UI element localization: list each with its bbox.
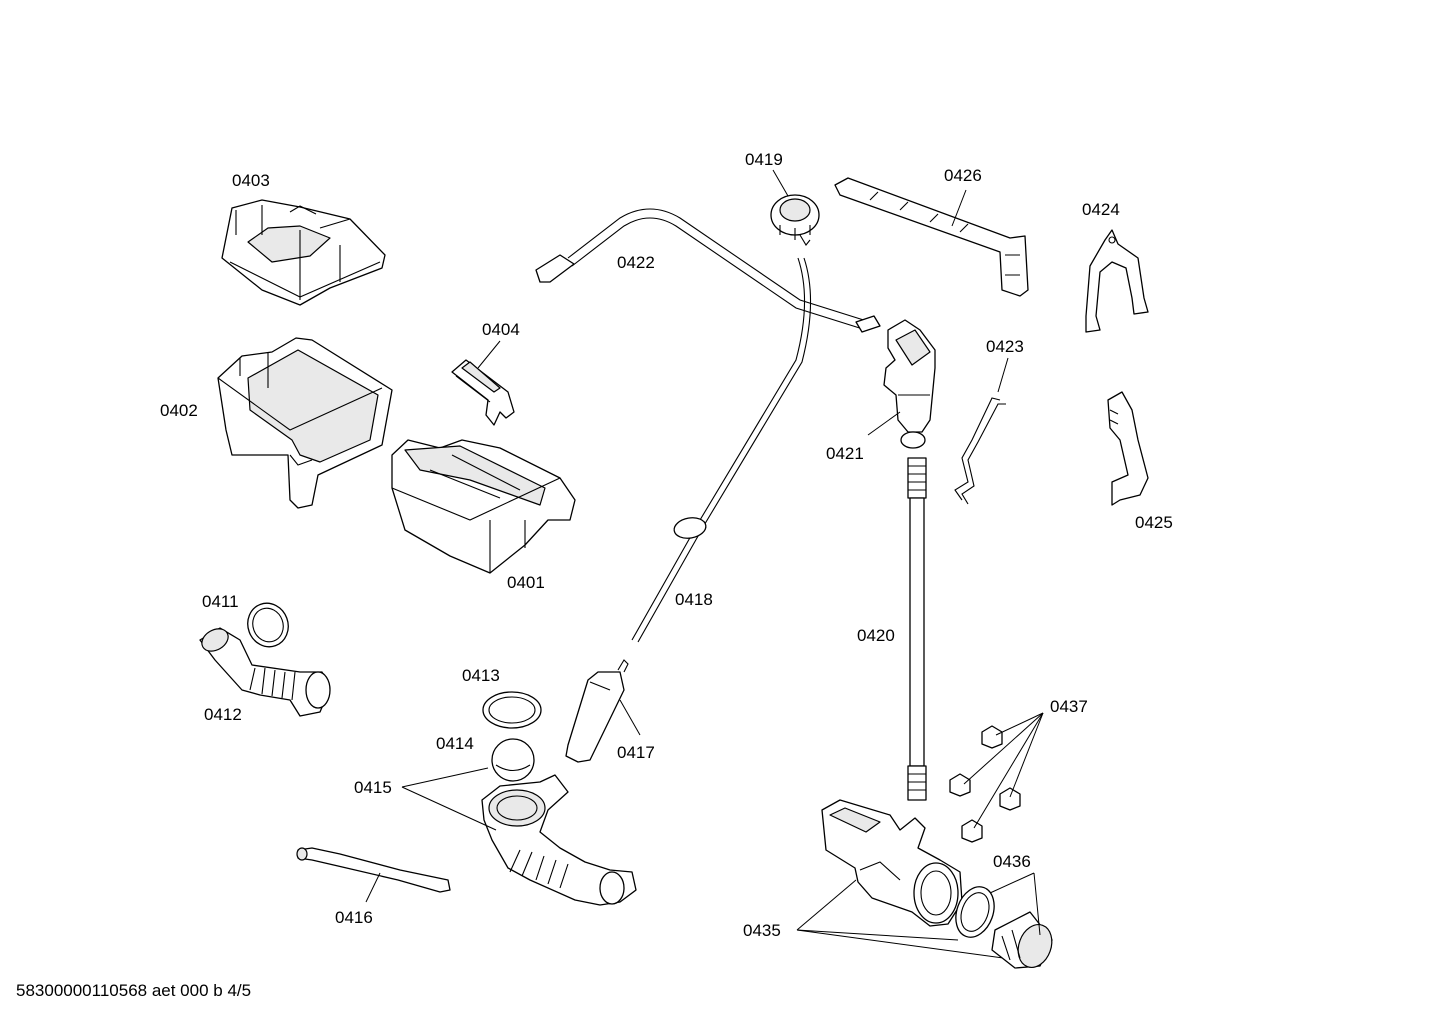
part-0402-dispenser-housing	[217, 337, 393, 509]
label-0419: 0419	[745, 150, 783, 169]
part-0418-pressure-tube	[631, 257, 812, 643]
part-0403-dispenser-cover	[221, 199, 386, 306]
part-0412-bellows-hose	[199, 627, 331, 717]
part-0435-drain-pump	[821, 799, 963, 927]
part-0404-dispenser-insert	[451, 359, 515, 426]
part-0420-corrugated-tube	[907, 457, 927, 801]
label-0421: 0421	[826, 444, 864, 463]
part-0419-pressure-switch	[770, 194, 820, 246]
label-0402: 0402	[160, 401, 198, 420]
label-0403: 0403	[232, 171, 270, 190]
label-0411: 0411	[202, 592, 239, 611]
label-0415: 0415	[354, 778, 392, 797]
label-0404: 0404	[482, 320, 520, 339]
part-0411-seal-ring	[247, 602, 289, 648]
part-0424-fork-hose	[1085, 229, 1149, 333]
part-0425-bracket	[1107, 391, 1149, 506]
label-0416: 0416	[335, 908, 373, 927]
label-0423: 0423	[986, 337, 1024, 356]
label-0436: 0436	[993, 852, 1031, 871]
label-0435: 0435	[743, 921, 781, 940]
label-0417: 0417	[617, 743, 655, 762]
label-0418: 0418	[675, 590, 713, 609]
part-0417-air-trap	[565, 659, 629, 763]
part-0436-filter	[955, 886, 1053, 969]
part-0413-seal-ring	[482, 691, 542, 729]
part-0415-sump-hose	[481, 774, 637, 906]
part-0423-rod	[954, 397, 1006, 505]
label-0424: 0424	[1082, 200, 1120, 219]
part-0422-long-tube	[535, 208, 881, 333]
label-0414: 0414	[436, 734, 474, 753]
part-0421-sump-unit	[883, 319, 936, 449]
label-0401: 0401	[507, 573, 545, 592]
diagram-reference: 58300000110568 aet 000 b 4/5	[16, 981, 252, 1000]
part-0426-rail-bracket	[834, 177, 1029, 297]
label-0412: 0412	[204, 705, 242, 724]
label-0437: 0437	[1050, 697, 1088, 716]
label-0426: 0426	[944, 166, 982, 185]
part-0401-detergent-drawer	[391, 439, 576, 574]
label-0422: 0422	[617, 253, 655, 272]
part-0437-nuts	[949, 725, 1021, 843]
label-0425: 0425	[1135, 513, 1173, 532]
part-0416-small-hose	[296, 847, 451, 893]
label-0420: 0420	[857, 626, 895, 645]
label-0413: 0413	[462, 666, 500, 685]
part-0414-ball	[491, 738, 535, 782]
